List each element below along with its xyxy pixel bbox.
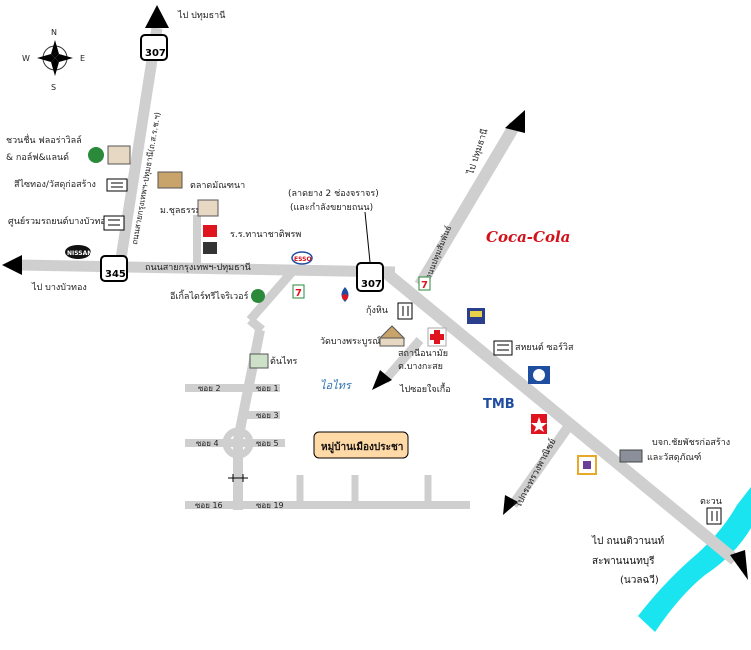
- note-line2: (และกำลังขยายถนน): [290, 202, 373, 213]
- pepsi-icon: [528, 366, 550, 384]
- svg-text:307: 307: [145, 48, 166, 59]
- road-north: [114, 27, 163, 266]
- route-shield-307-top: 307: [140, 34, 168, 61]
- building-icon-siam: [106, 178, 128, 192]
- village-name: หมู่บ้านเมืองประชา: [321, 441, 403, 454]
- road-main-west: [19, 259, 396, 278]
- label-market: ตลาดมัณฑนา: [190, 181, 245, 191]
- compass-s: S: [51, 83, 56, 92]
- label-to-ratana: ไปกระทรวงพาณิชย์: [512, 436, 559, 510]
- ptt-icon: [341, 287, 349, 302]
- university-icon: [197, 199, 219, 217]
- tmb-logo: TMB: [483, 397, 515, 412]
- label-health: สถานีอนามัย: [398, 348, 448, 359]
- note-line1: (ลาดยาง 2 ช่องจราจร): [288, 189, 379, 199]
- arrow-north: [145, 5, 169, 28]
- golf-icon: [88, 145, 131, 165]
- warehouse-icon: [619, 449, 643, 463]
- direction-arrows: [2, 5, 748, 580]
- arrow-soi-chaiko: [372, 370, 392, 390]
- building-icon-shop: [493, 340, 513, 356]
- sai-sai-logo: ไอไทร: [320, 379, 353, 392]
- label-to-soi-chaiko: ไปซอยใจเกื้อ: [399, 382, 451, 395]
- label-golf: ชวนชื่น ฟลอร่าวิลล์: [6, 133, 82, 146]
- school-icon: [203, 225, 217, 254]
- label-food: ตะวน: [700, 497, 722, 507]
- wat-icon: [378, 325, 406, 347]
- label-bridge-sub: (นวลฉวี): [620, 574, 659, 586]
- building-icon-boon: [103, 215, 125, 231]
- compass-rose: N S W E: [22, 28, 85, 92]
- soi-2: ซอย 2: [198, 384, 221, 393]
- seven-eleven-logo: 7: [418, 276, 431, 291]
- label-jumbo: บจก.ชัยพัชรก่อสร้าง: [652, 437, 730, 448]
- compass-w: W: [22, 54, 30, 63]
- svg-text:TMB: TMB: [483, 397, 515, 412]
- soi-5: ซอย 5: [256, 439, 279, 448]
- label-shop: สหยนต์ ซอร์วิส: [515, 341, 574, 353]
- svg-text:NISSAN: NISSAN: [67, 250, 92, 257]
- soi-16: ซอย 16: [195, 501, 223, 510]
- svg-text:345: 345: [105, 269, 126, 280]
- seven-eleven-logo-2: 7: [292, 284, 305, 299]
- nissan-logo: NISSAN: [65, 245, 92, 259]
- soi-19: ซอย 19: [256, 501, 284, 510]
- label-to-tiwanon: ไป ถนนติวานนท์: [591, 535, 664, 547]
- arrow-southeast: [730, 550, 748, 580]
- svg-text:307: 307: [361, 279, 382, 290]
- arrow-ratana: [503, 495, 518, 515]
- label-siam-global: สีไซทอง/วัสดุก่อสร้าง: [14, 179, 96, 190]
- route-shield-307-mid: 307: [356, 262, 384, 292]
- label-kungnam: กุ้งหิน: [366, 305, 388, 316]
- restaurant-icon-2: [706, 507, 722, 525]
- svg-text:ESSO: ESSO: [294, 256, 312, 263]
- restaurant-icon: [397, 302, 413, 320]
- arrow-northeast: [505, 110, 525, 133]
- road-name-pathum: ถนนปทุมสัมพันธ์: [423, 224, 454, 281]
- label-bridge: สะพานนนทบุรี: [592, 555, 655, 567]
- krungthai-icon: [577, 455, 597, 475]
- arrow-west: [2, 255, 22, 275]
- hospital-icon: [427, 327, 447, 347]
- road-diagonal-ne: [414, 121, 521, 289]
- label-university: ม.ชุลธรรม: [160, 206, 202, 216]
- label-wat: วัดบางพระบูรณ์: [320, 335, 381, 347]
- label-boonthavorn: ศูนย์รวมรถยนต์บางบัวทอง: [8, 215, 110, 227]
- village-box: หมู่บ้านเมืองประชา: [313, 431, 409, 459]
- esso-logo: ESSO: [291, 251, 313, 265]
- coke-logo: Coca-Cola: [486, 228, 570, 246]
- river: [638, 487, 751, 632]
- label-electric: อีเกิ้ลไดร์ทรีไจริเวอร์: [170, 289, 249, 302]
- soi-3: ซอย 3: [256, 411, 279, 420]
- soi-1: ซอย 1: [256, 384, 279, 393]
- texaco-icon: [531, 414, 547, 434]
- compass-n: N: [51, 28, 57, 37]
- electric-icon: [251, 289, 265, 303]
- route-shield-345: 345: [100, 255, 128, 282]
- svg-text:7: 7: [421, 280, 428, 291]
- soi-4: ซอย 4: [196, 439, 219, 448]
- market-icon: [157, 171, 183, 189]
- compass-e: E: [80, 54, 85, 63]
- svg-text:Coca-Cola: Coca-Cola: [486, 228, 570, 246]
- label-to-pathum-top: ไป ปทุมธานี: [177, 10, 225, 21]
- label-jumbo2: และวัสดุภัณฑ์: [647, 451, 701, 463]
- label-health2: ต.บางกะสย: [398, 362, 443, 372]
- bank-icon: [467, 308, 485, 324]
- tonmai-icon: [249, 353, 269, 369]
- road-name-main: ถนนสายกรุงเทพฯ-ปทุมธานี: [145, 262, 251, 273]
- label-golf2: & กอล์ฟ&แลนด์: [6, 151, 69, 163]
- svg-text:7: 7: [295, 288, 302, 299]
- label-school: ร.ร.ทานาชาติพรพ: [230, 229, 301, 240]
- label-tonmai: ต้นไทร: [270, 356, 297, 367]
- label-to-bangbuathong: ไป บางบัวทอง: [31, 282, 87, 293]
- road-network: [19, 27, 739, 565]
- svg-text:ไอไทร: ไอไทร: [320, 379, 353, 392]
- road-diagonal-se: [381, 267, 739, 565]
- road-village-diag: [246, 269, 296, 323]
